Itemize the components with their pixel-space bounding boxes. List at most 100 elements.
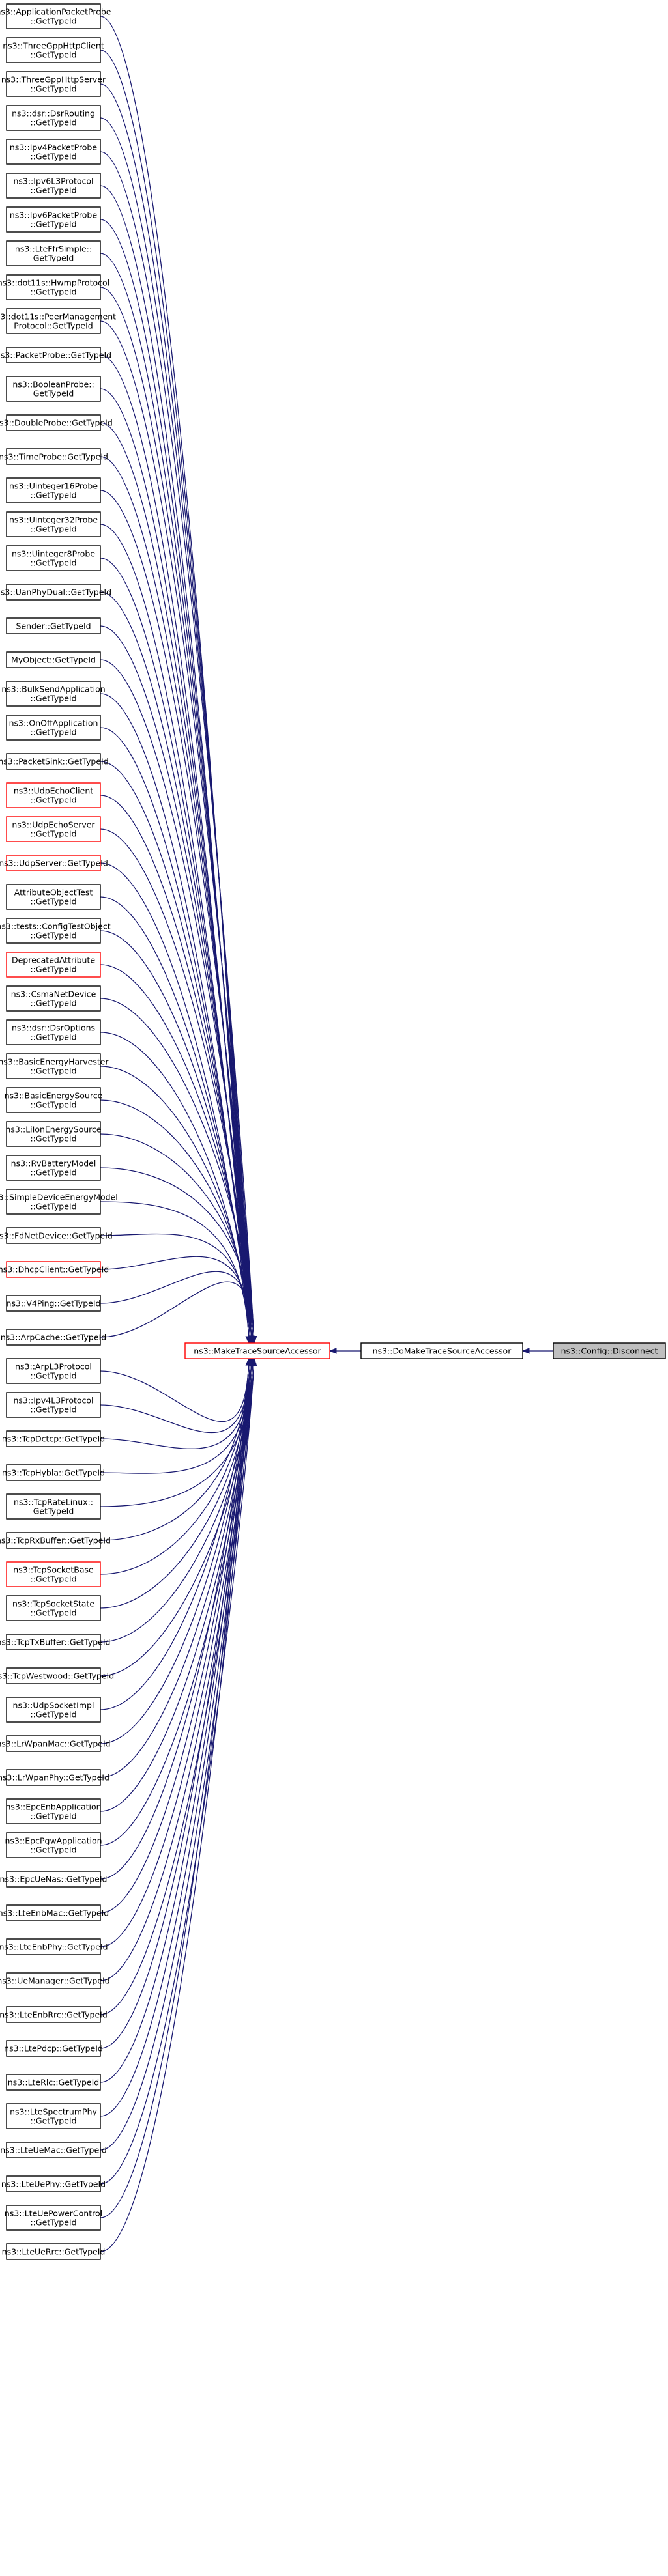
node-ns3-rvbatterymodel-gettypeid-box: [6, 1155, 101, 1181]
node-ns3-csmanetdevice-gettypeid[interactable]: ns3::CsmaNetDevice::GetTypeId: [6, 985, 101, 1012]
node-ns3-uinteger8probe-gettypeid[interactable]: ns3::Uinteger8Probe::GetTypeId: [6, 545, 101, 571]
node-ns3-ipv4l3protocol-gettypeid[interactable]: ns3::Ipv4L3Protocol::GetTypeId: [6, 1392, 101, 1418]
node-ns3-dsr-dsroptions-gettypeid[interactable]: ns3::dsr::DsrOptions::GetTypeId: [6, 1019, 101, 1045]
node-ns3-lrwpanmac-gettypeid-label-line: ns3::LrWpanMac::GetTypeId: [0, 1739, 111, 1749]
node-ns3-dsr-dsrrouting-gettypeid-label-line: ns3::dsr::DsrRouting: [12, 109, 95, 119]
node-ns3-packetprobe-gettypeid[interactable]: ns3::PacketProbe::GetTypeId: [0, 347, 111, 363]
node-ns3-tcpsocketstate-gettypeid-label-line: ::GetTypeId: [30, 1608, 76, 1618]
node-ns3-epcpgwapplication-gettypeid-label-line: ns3::EpcPgwApplication: [5, 1836, 102, 1846]
node-ns3-fdnetdevice-gettypeid[interactable]: ns3::FdNetDevice::GetTypeId: [0, 1227, 113, 1244]
node-ns3-lteenbmac-gettypeid[interactable]: ns3::LteEnbMac::GetTypeId: [0, 1904, 109, 1921]
edge-ns3-ipv4packetprobe-gettypeid: [100, 151, 255, 1338]
node-ns3-applicationpacketprobe-gettypeid[interactable]: ns3::ApplicationPacketProbe::GetTypeId: [0, 3, 111, 29]
edge-ns3-dot11s-peermanagementprotocol-gettypeid: [100, 320, 255, 1338]
node-ns3-threegpphttpclient-gettypeid[interactable]: ns3::ThreeGppHttpClient::GetTypeId: [3, 37, 104, 63]
node-ns3-packetprobe-gettypeid-box: [6, 347, 101, 363]
node-ns3-tcpsocketstate-gettypeid[interactable]: ns3::TcpSocketState::GetTypeId: [6, 1595, 101, 1621]
node-ns3-lrwpanphy-gettypeid-label-line: ns3::LrWpanPhy::GetTypeId: [0, 1773, 109, 1783]
node-make-trace-source-accessor[interactable]: ns3::MakeTraceSourceAccessor: [184, 1342, 330, 1359]
edge-ns3-ltepdcp-gettypeid: [100, 1364, 250, 2049]
node-ns3-tcptxbuffer-gettypeid-label-line: ns3::TcpTxBuffer::GetTypeId: [0, 1637, 110, 1647]
node-ns3-liionenergysource-gettypeid[interactable]: ns3::LiIonEnergySource::GetTypeId: [5, 1121, 102, 1147]
node-config-disconnect[interactable]: ns3::Config::Disconnect: [553, 1342, 666, 1359]
node-ns3-tcphybla-gettypeid[interactable]: ns3::TcpHybla::GetTypeId: [2, 1464, 105, 1481]
node-ns3-tests-configtestobject-gettypeid[interactable]: ns3::tests::ConfigTestObject::GetTypeId: [0, 918, 111, 944]
node-ns3-epcpgwapplication-gettypeid-label-line: ::GetTypeId: [30, 1845, 76, 1855]
edge-ns3-arpl3protocol-gettypeid: [100, 1364, 250, 1422]
node-ns3-timeprobe-gettypeid[interactable]: ns3::TimeProbe::GetTypeId: [0, 448, 108, 465]
node-ns3-packetsink-gettypeid[interactable]: ns3::PacketSink::GetTypeId: [0, 753, 109, 770]
node-ns3-ltespectrumphy-gettypeid[interactable]: ns3::LteSpectrumPhy::GetTypeId: [6, 2103, 101, 2129]
node-ns3-uanphydual-gettypeid[interactable]: ns3::UanPhyDual::GetTypeId: [0, 584, 111, 601]
node-ns3-lteuemac-gettypeid[interactable]: ns3::LteUeMac::GetTypeId: [0, 2142, 107, 2158]
node-ns3-ipv6l3protocol-gettypeid[interactable]: ns3::Ipv6L3Protocol::GetTypeId: [6, 173, 101, 199]
node-ns3-tcpsocketstate-gettypeid-label-line: ns3::TcpSocketState: [12, 1599, 94, 1609]
node-ns3-lrwpanphy-gettypeid[interactable]: ns3::LrWpanPhy::GetTypeId: [0, 1769, 109, 1786]
node-ns3-lteuephy-gettypeid[interactable]: ns3::LteUePhy::GetTypeId: [1, 2175, 106, 2192]
node-ns3-dsr-dsrrouting-gettypeid-label-line: ::GetTypeId: [30, 118, 76, 128]
node-ns3-lteuepowercontrol-gettypeid[interactable]: ns3::LteUePowerControl::GetTypeId: [5, 2205, 102, 2231]
node-ns3-ltepdcp-gettypeid[interactable]: ns3::LtePdcp::GetTypeId: [4, 2040, 103, 2057]
edge-ns3-liionenergysource-gettypeid: [100, 1133, 254, 1338]
node-ns3-epcpgwapplication-gettypeid[interactable]: ns3::EpcPgwApplication::GetTypeId: [5, 1832, 102, 1858]
node-do-make-trace-source-accessor[interactable]: ns3::DoMakeTraceSourceAccessor: [360, 1342, 523, 1359]
node-ns3-dsr-dsrrouting-gettypeid[interactable]: ns3::dsr::DsrRouting::GetTypeId: [6, 105, 101, 131]
node-ns3-doubleprobe-gettypeid[interactable]: ns3::DoubleProbe::GetTypeId: [0, 414, 113, 431]
node-ns3-basicenergysource-gettypeid-label-line: ns3::BasicEnergySource: [5, 1091, 103, 1101]
node-deprecatedattribute-gettypeid[interactable]: DeprecatedAttribute::GetTypeId: [6, 952, 101, 978]
node-ns3-rvbatterymodel-gettypeid[interactable]: ns3::RvBatteryModel::GetTypeId: [6, 1155, 101, 1181]
node-ns3-tcpsocketbase-gettypeid-label-line: ::GetTypeId: [30, 1574, 76, 1584]
node-ns3-uinteger32probe-gettypeid[interactable]: ns3::Uinteger32Probe::GetTypeId: [6, 511, 101, 537]
node-ns3-ipv6packetprobe-gettypeid[interactable]: ns3::Ipv6PacketProbe::GetTypeId: [6, 206, 101, 233]
node-ns3-onoffapplication-gettypeid[interactable]: ns3::OnOffApplication::GetTypeId: [6, 715, 101, 741]
node-ns3-bulksendapplication-gettypeid-label-line: ns3::BulkSendApplication: [1, 685, 105, 694]
node-ns3-udpsocketimpl-gettypeid[interactable]: ns3::UdpSocketImpl::GetTypeId: [6, 1697, 101, 1723]
node-ns3-threegpphttpserver-gettypeid[interactable]: ns3::ThreeGppHttpServer::GetTypeId: [1, 71, 106, 97]
node-ns3-lrwpanmac-gettypeid[interactable]: ns3::LrWpanMac::GetTypeId: [0, 1735, 111, 1752]
node-ns3-tcprxbuffer-gettypeid[interactable]: ns3::TcpRxBuffer::GetTypeId: [0, 1532, 111, 1549]
node-ns3-udpechoclient-gettypeid[interactable]: ns3::UdpEchoClient::GetTypeId: [6, 782, 101, 808]
node-ns3-packetsink-gettypeid-label-line: ns3::PacketSink::GetTypeId: [0, 757, 109, 767]
node-ns3-arpcache-gettypeid[interactable]: ns3::ArpCache::GetTypeId: [1, 1329, 106, 1346]
node-ns3-lterlc-gettypeid[interactable]: ns3::LteRlc::GetTypeId: [6, 2074, 101, 2091]
node-ns3-dhcpclient-gettypeid[interactable]: ns3::DhcpClient::GetTypeId: [0, 1261, 109, 1278]
node-ns3-lteenbrrc-gettypeid[interactable]: ns3::LteEnbRrc::GetTypeId: [0, 2006, 108, 2023]
node-ns3-v4ping-gettypeid[interactable]: ns3::V4Ping::GetTypeId: [6, 1295, 101, 1312]
node-ns3-udpechoserver-gettypeid[interactable]: ns3::UdpEchoServer::GetTypeId: [6, 816, 101, 842]
edge-ns3-arpcache-gettypeid-arrowhead: [250, 1336, 257, 1344]
node-ns3-arpcache-gettypeid-box: [6, 1329, 101, 1346]
node-ns3-dot11s-hwmpprotocol-gettypeid-box: [6, 274, 101, 300]
node-attributeobjecttest-gettypeid[interactable]: AttributeObjectTest::GetTypeId: [6, 884, 101, 910]
node-ns3-uemanager-gettypeid[interactable]: ns3::UeManager::GetTypeId: [0, 1972, 110, 1989]
node-ns3-lteenbphy-gettypeid[interactable]: ns3::LteEnbPhy::GetTypeId: [0, 1938, 108, 1955]
node-ns3-epcuenas-gettypeid[interactable]: ns3::EpcUeNas::GetTypeId: [0, 1871, 107, 1888]
node-ns3-udpserver-gettypeid[interactable]: ns3::UdpServer::GetTypeId: [0, 855, 108, 871]
node-ns3-tcpwestwood-gettypeid[interactable]: ns3::TcpWestwood::GetTypeId: [0, 1667, 114, 1684]
node-sender-gettypeid[interactable]: Sender::GetTypeId: [6, 617, 101, 634]
node-ns3-tcptxbuffer-gettypeid[interactable]: ns3::TcpTxBuffer::GetTypeId: [0, 1634, 110, 1650]
node-ns3-simpledeviceenergymodel-gettypeid[interactable]: ns3::SimpleDeviceEnergyModel::GetTypeId: [0, 1189, 118, 1215]
node-ns3-basicenergyharvester-gettypeid[interactable]: ns3::BasicEnergyHarvester::GetTypeId: [0, 1053, 109, 1079]
node-attributeobjecttest-gettypeid-label-line: AttributeObjectTest: [14, 888, 93, 898]
node-myobject-gettypeid[interactable]: MyObject::GetTypeId: [6, 651, 101, 668]
edge-ns3-rvbatterymodel-gettypeid: [100, 1167, 255, 1338]
node-ns3-dot11s-hwmpprotocol-gettypeid[interactable]: ns3::dot11s::HwmpProtocol::GetTypeId: [0, 274, 109, 300]
node-ns3-bulksendapplication-gettypeid[interactable]: ns3::BulkSendApplication::GetTypeId: [1, 681, 106, 707]
node-ns3-udpechoserver-gettypeid-box: [6, 816, 101, 842]
edge-ns3-tcphybla-gettypeid: [100, 1364, 254, 1474]
node-ns3-ipv4packetprobe-gettypeid[interactable]: ns3::Ipv4PacketProbe::GetTypeId: [6, 139, 101, 165]
node-ns3-epcenbapplication-gettypeid[interactable]: ns3::EpcEnbApplication::GetTypeId: [5, 1798, 102, 1824]
node-ns3-uinteger16probe-gettypeid[interactable]: ns3::Uinteger16Probe::GetTypeId: [6, 477, 101, 503]
node-ns3-ltespectrumphy-gettypeid-label-line: ns3::LteSpectrumPhy: [10, 2107, 97, 2117]
node-ns3-dot11s-peermanagementprotocol-gettypeid[interactable]: ns3::dot11s::PeerManagementProtocol::Get…: [0, 308, 116, 334]
node-ns3-tcpdctcp-gettypeid[interactable]: ns3::TcpDctcp::GetTypeId: [2, 1430, 105, 1447]
node-ns3-booleanprobe-gettypeid[interactable]: ns3::BooleanProbe::GetTypeId: [6, 376, 101, 402]
node-ns3-tcpsocketbase-gettypeid[interactable]: ns3::TcpSocketBase::GetTypeId: [6, 1561, 101, 1587]
node-ns3-lteffrsimple-gettypeid[interactable]: ns3::LteFfrSimple::GetTypeId: [6, 240, 101, 266]
edge-ns3-fdnetdevice-gettypeid: [100, 1233, 251, 1338]
node-ns3-udpechoclient-gettypeid-label-line: ns3::UdpEchoClient: [14, 786, 93, 796]
node-ns3-tcpratelinux-gettypeid[interactable]: ns3::TcpRateLinux::GetTypeId: [6, 1493, 101, 1520]
node-ns3-lteuerrc-gettypeid[interactable]: ns3::LteUeRrc::GetTypeId: [2, 2243, 106, 2260]
node-ns3-arpl3protocol-gettypeid[interactable]: ns3::ArpL3Protocol::GetTypeId: [6, 1358, 101, 1384]
node-ns3-basicenergysource-gettypeid[interactable]: ns3::BasicEnergySource::GetTypeId: [5, 1087, 103, 1113]
